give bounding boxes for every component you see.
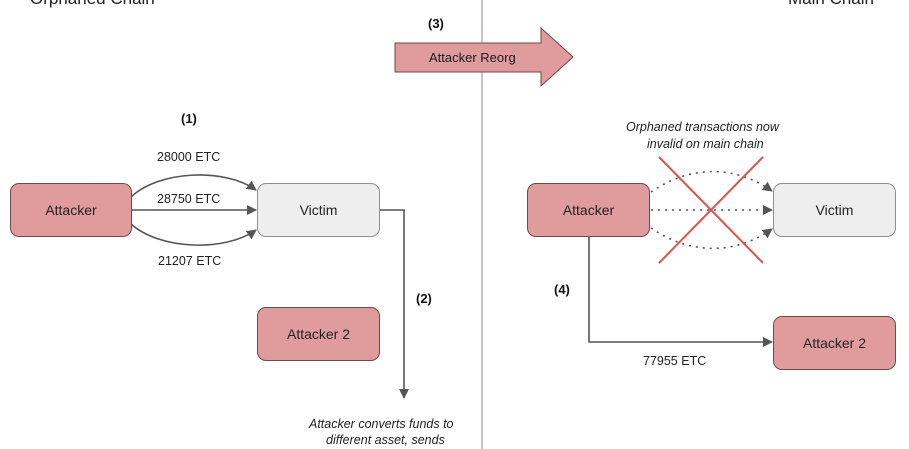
left-victim-node: Victim	[257, 183, 380, 237]
step-4-label: (4)	[554, 282, 570, 297]
amount-21207: 21207 ETC	[158, 254, 222, 268]
step-3-label: (3)	[428, 16, 444, 31]
right-attacker2-node: Attacker 2	[773, 316, 896, 370]
edge-28000	[130, 174, 257, 198]
orphaned-note-line-1: Orphaned transactions now	[626, 120, 779, 134]
orphaned-note-line-2: invalid on main chain	[647, 137, 764, 151]
edge-77955	[588, 237, 773, 347]
step-1-label: (1)	[181, 111, 197, 126]
cross-line-2	[658, 156, 764, 264]
convert-note-line-2: different asset, sends	[326, 433, 445, 447]
step-2-label: (2)	[416, 291, 432, 306]
convert-note-line-1: Attacker converts funds to	[309, 417, 454, 431]
left-attacker2-node: Attacker 2	[257, 307, 380, 361]
amount-77955: 77955 ETC	[643, 354, 707, 368]
left-chain-header: Orphaned Chain	[30, 0, 155, 9]
edge-victim-out	[380, 209, 409, 399]
edge-21207	[130, 223, 257, 246]
right-attacker-node: Attacker	[527, 183, 650, 237]
orphaned-edge-top	[650, 170, 773, 193]
reorg-arrow	[394, 26, 574, 88]
right-chain-header: Main Chain	[788, 0, 874, 9]
reorg-label: Attacker Reorg	[429, 50, 516, 65]
right-victim-node: Victim	[773, 183, 896, 237]
amount-28750: 28750 ETC	[157, 192, 221, 206]
amount-28000: 28000 ETC	[157, 150, 221, 164]
orphaned-edge-bottom	[650, 227, 773, 250]
left-attacker-node: Attacker	[10, 183, 132, 237]
